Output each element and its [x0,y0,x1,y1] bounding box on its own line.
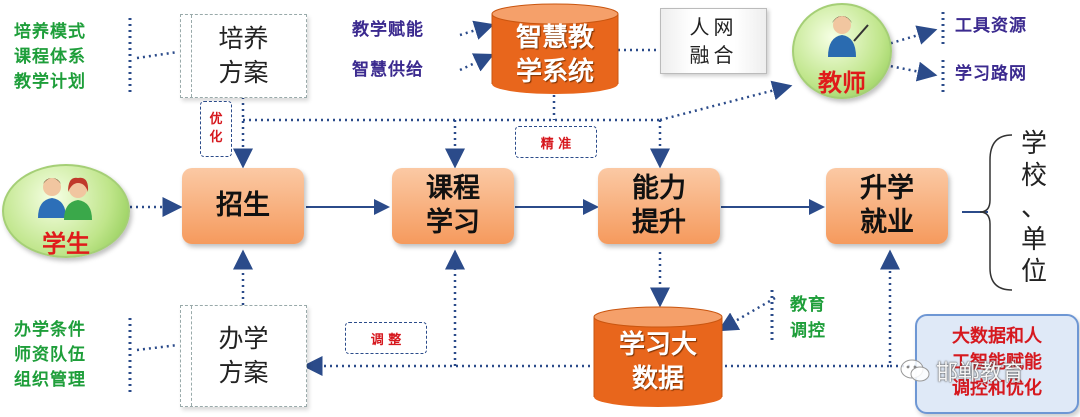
bigdata-note-text: 大数据和人 工智能赋能 调控和优化 [952,326,1042,399]
teacher-output-2: 学习路网 [955,64,1027,84]
wechat-icon [900,359,930,382]
teacher-icon [828,16,869,57]
student-label: 学生 [42,230,90,258]
students-icon [38,177,92,220]
optimize-tag: 优 化 [200,101,232,157]
edu-control-label: 教育 调控 [790,295,826,341]
training-plan-box: 培养 方案 [180,14,307,98]
teacher-circle: 教师 [792,3,892,99]
big-data-cylinder [593,306,723,407]
teacher-output-1: 工具资源 [955,16,1027,36]
list-item: 师资队伍 [14,345,86,365]
list-item: 培养模式 [14,22,86,42]
watermark: 邯郸教育 [900,355,1024,387]
smart-system-label: 智慧教 学系统 [515,23,594,87]
list-item: 课程体系 [14,47,86,67]
school-plan-box: 办学 方案 [180,305,307,407]
training-plan-label: 培养 方案 [218,24,269,87]
list-item: 组织管理 [14,370,86,390]
node-employment: 升学 就业 [826,168,948,244]
node-ability-improve: 能力 提升 [598,168,720,244]
left-top-list: 培养模式 课程体系 教学计划 [14,20,86,95]
big-data-label: 学习大 数据 [618,330,697,394]
list-item: 教学计划 [14,72,86,92]
smart-input-1: 教学赋能 [352,20,424,40]
watermark-text: 邯郸教育 [936,361,1025,386]
school-plan-label: 办学 方案 [218,324,269,387]
smart-system-cylinder [491,3,619,94]
list-item: 办学条件 [14,320,86,340]
teacher-label: 教师 [818,69,866,97]
node-course-learning: 课程 学习 [392,168,514,244]
human-net-banner: 人网 融合 [660,8,767,74]
destination-label: 学 校 、 单 位 [1020,129,1047,287]
precise-tag: 精 准 [515,126,597,158]
node-enroll: 招生 [182,168,304,244]
adjust-tag: 调 整 [345,322,427,354]
smart-input-2: 智慧供给 [352,60,424,80]
left-bottom-list: 办学条件 师资队伍 组织管理 [14,318,86,393]
destination-brace [979,134,1013,291]
student-circle: 学生 [2,164,130,258]
bigdata-note-box: 大数据和人 工智能赋能 调控和优化 [915,314,1079,414]
